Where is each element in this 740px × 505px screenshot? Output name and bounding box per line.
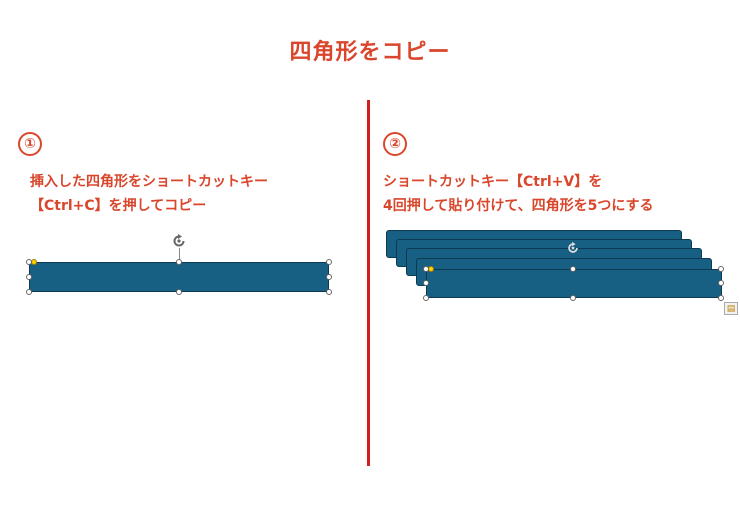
resize-handle-tl[interactable] <box>423 266 429 272</box>
resize-handle-r[interactable] <box>718 280 724 286</box>
step-number-2: ② <box>383 132 407 156</box>
resize-handle-l[interactable] <box>423 280 429 286</box>
right-instruction-line-1: ショートカットキー【Ctrl+V】を <box>383 174 603 190</box>
resize-handle-t[interactable] <box>176 259 182 265</box>
step-number-1: ① <box>18 132 42 156</box>
resize-handle-tr[interactable] <box>718 266 724 272</box>
page-title: 四角形をコピー <box>289 40 451 65</box>
right-instruction-line-2: 4回押して貼り付けて、四角形を5つにする <box>383 198 654 214</box>
resize-handle-bl[interactable] <box>26 289 32 295</box>
rotate-handle-icon[interactable] <box>171 233 187 249</box>
section-divider <box>367 100 370 466</box>
pasted-rectangle-5[interactable] <box>426 269 722 298</box>
resize-handle-tl[interactable] <box>26 259 32 265</box>
resize-handle-bl[interactable] <box>423 295 429 301</box>
resize-handle-tr[interactable] <box>326 259 332 265</box>
resize-handle-br[interactable] <box>718 295 724 301</box>
resize-handle-t[interactable] <box>570 266 576 272</box>
rotate-handle-icon[interactable] <box>566 241 580 255</box>
resize-handle-b[interactable] <box>176 289 182 295</box>
resize-handle-b[interactable] <box>570 295 576 301</box>
resize-handle-r[interactable] <box>326 274 332 280</box>
paste-options-icon[interactable]: ▤ <box>724 302 738 315</box>
left-instruction-line-2: 【Ctrl+C】を押してコピー <box>30 198 207 214</box>
resize-handle-l[interactable] <box>26 274 32 280</box>
rotate-stem <box>179 248 180 262</box>
resize-handle-br[interactable] <box>326 289 332 295</box>
left-instruction-line-1: 挿入した四角形をショートカットキー <box>30 174 268 190</box>
rectangle-shape[interactable] <box>29 262 329 292</box>
